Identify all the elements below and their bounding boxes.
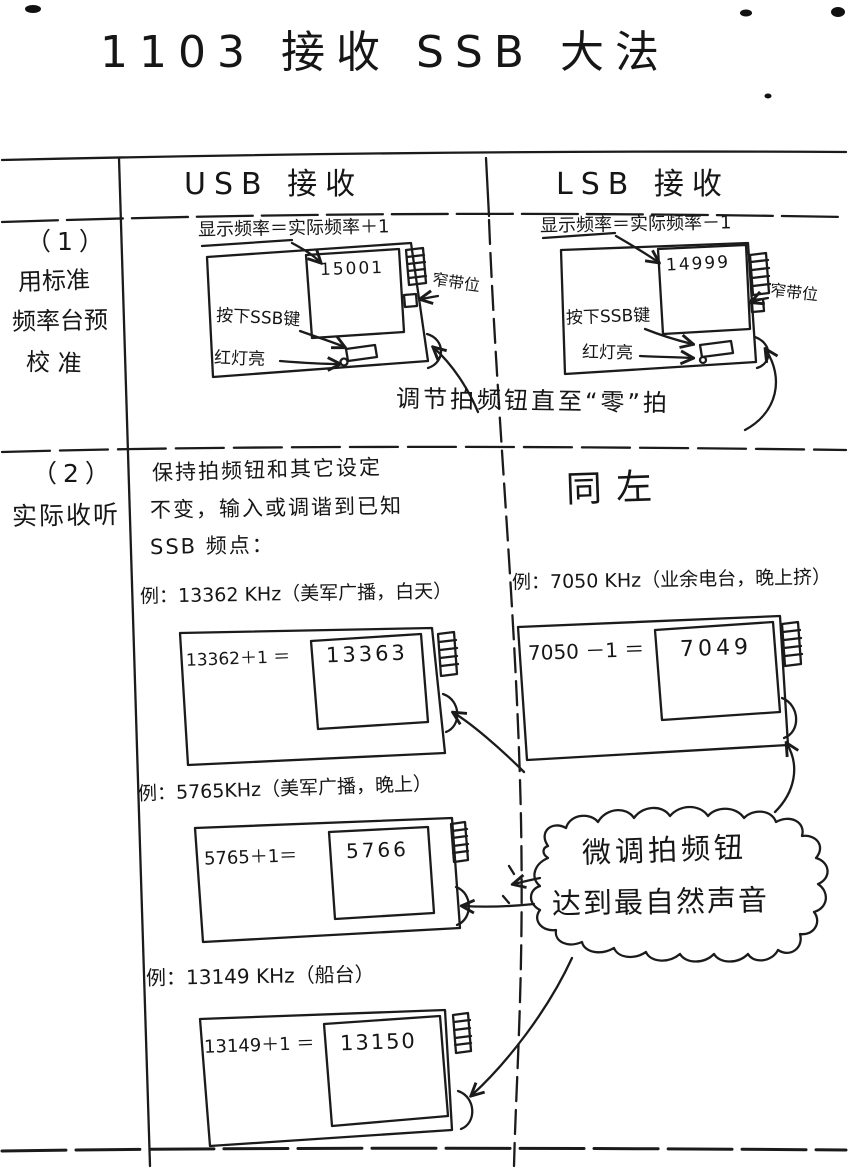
usb-example3-display-value: 13150 — [339, 1028, 418, 1056]
row1-label-line3: 校 准 — [25, 348, 83, 378]
cloud-note-line1: 微调拍频钮 — [581, 830, 748, 870]
lsb-ex1-thumbwheel — [780, 620, 804, 668]
usb-ex1-radio-body — [178, 626, 447, 767]
lsb-cal-press-ssb-label: 按下SSB键 — [565, 305, 651, 329]
lsb-cal-red-light — [698, 355, 708, 365]
listening-instruction-line3: SSB 频点： — [149, 532, 275, 560]
lsb-example1-display-value: 7049 — [679, 634, 753, 663]
usb-ex1-thumbwheel — [436, 630, 460, 678]
table-row-separator — [0, 445, 848, 454]
lsb-ex1-radio-display — [653, 620, 782, 722]
table-middle-column-line-top — [484, 156, 491, 218]
usb-cal-radio-display — [304, 247, 406, 340]
table-bottom-border — [0, 1146, 848, 1153]
scan-dot-right — [764, 93, 772, 99]
row1-label-line2: 频率台预 — [11, 306, 109, 336]
usb-cal-redlight-arrow — [278, 361, 339, 364]
table-middle-column-line — [487, 218, 523, 1168]
lsb-ex1-side-knob — [780, 696, 798, 740]
usb-example1-display-value: 13363 — [325, 640, 409, 668]
lsb-cal-formula-arrow — [614, 234, 658, 262]
cloud-tick-2 — [501, 894, 511, 905]
usb-cal-band-switch — [402, 292, 419, 309]
table-header-underline — [0, 212, 848, 224]
cloud-arrow-small — [514, 878, 542, 884]
lsb-cal-display-value: 14999 — [665, 252, 731, 276]
lsb-cal-thumbwheel — [748, 251, 772, 297]
lsb-cal-formula: 显示频率＝实际频率－1 — [539, 212, 732, 237]
lsb-cal-ssb-arrow — [643, 327, 692, 344]
usb-example2-display-value: 5766 — [345, 836, 410, 864]
cloud-outline — [529, 805, 829, 963]
usb-ex2-radio-body — [193, 816, 462, 944]
usb-cal-formula: 显示频率＝实际频率＋1 — [197, 216, 390, 241]
usb-cal-display-value: 15001 — [319, 257, 385, 281]
listening-instruction-line2: 不变，输入或调谐到已知 — [149, 493, 404, 523]
usb-cal-red-light — [339, 357, 349, 367]
lsb-cal-redlight-arrow — [638, 356, 692, 358]
lsb-cal-radio-body — [559, 241, 758, 376]
scan-artifacts — [25, 5, 845, 99]
scan-blot-topright-1 — [740, 9, 752, 17]
cloud-arrow-to-usb-ex3 — [472, 956, 574, 1095]
usb-example3-label: 例：13149 KHz（船台） — [145, 962, 375, 990]
usb-ex1-knob-arrow — [454, 713, 526, 774]
usb-ex2-thumbwheel — [449, 820, 470, 864]
same-as-left-note: 同左 — [565, 466, 667, 511]
column-header-lsb: LSB 接收 — [556, 167, 730, 202]
lsb-cal-narrowband-arrow — [752, 298, 770, 302]
column-header-usb: USB 接收 — [184, 167, 364, 202]
lsb-example1-equation: 7050 －1 ＝ — [527, 636, 645, 666]
lsb-cal-ssb-button — [698, 339, 735, 359]
usb-cal-ssb-button — [344, 343, 379, 363]
usb-example1-equation: 13362＋1 ＝ — [185, 647, 291, 671]
usb-cal-red-light-label: 红灯亮 — [213, 348, 266, 370]
scan-blot-topleft — [25, 5, 41, 13]
usb-ex2-radio-display — [327, 825, 436, 921]
usb-ex3-radio-display — [322, 1014, 450, 1128]
lsb-cal-red-light-label: 红灯亮 — [581, 342, 634, 364]
row2-number: （2） — [32, 459, 116, 488]
usb-cal-radio-body — [205, 241, 430, 379]
page-title: 1103 接收 SSB 大法 — [100, 27, 670, 78]
usb-example2-equation: 5765＋1＝ — [203, 845, 298, 870]
zero-beat-note: 调节拍频钮直至“零”拍 — [395, 384, 671, 418]
scan-blot-topright-2 — [831, 7, 845, 17]
zero-beat-arrow-right — [743, 350, 776, 432]
table-top-border — [0, 150, 848, 162]
usb-ex3-side-knob — [456, 1089, 474, 1131]
row1-number: （1） — [26, 227, 110, 256]
usb-cal-thumbwheel — [404, 246, 428, 287]
usb-ex3-thumbwheel — [451, 1011, 473, 1055]
usb-ex3-radio-body — [198, 1008, 454, 1148]
usb-cal-ssb-arrow — [298, 329, 344, 347]
usb-example3-equation: 13149＋1 ＝ — [203, 1033, 315, 1058]
cloud-note-line2: 达到最自然声音 — [551, 883, 770, 921]
cloud-arrow-to-usb-ex2 — [463, 904, 536, 907]
usb-cal-formula-underline — [200, 238, 294, 248]
usb-cal-narrowband-arrow — [421, 296, 440, 299]
usb-ex1-radio-display — [309, 632, 430, 731]
lsb-cal-radio-display — [656, 243, 752, 336]
row2-label: 实际收听 — [11, 500, 121, 531]
cloud-tick-1 — [507, 864, 516, 876]
zero-beat-arrow-left — [434, 348, 480, 414]
lsb-cal-formula-underline — [541, 231, 617, 240]
row1-label-line1: 用标准 — [17, 265, 91, 297]
lsb-ex1-knob-arrow — [773, 744, 794, 814]
table-left-column-line — [117, 156, 152, 1168]
usb-cal-formula-arrow — [290, 241, 320, 262]
